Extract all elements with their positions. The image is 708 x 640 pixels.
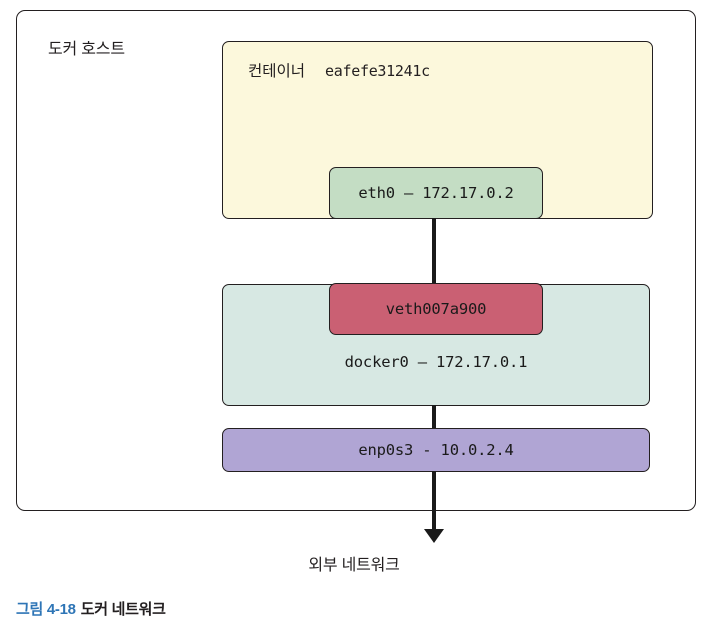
veth-label: veth007a900 xyxy=(385,300,487,318)
enp0s3-label: enp0s3 - 10.0.2.4 xyxy=(358,441,514,459)
docker-host-label: 도커 호스트 xyxy=(48,41,125,58)
eth0-interface-box: eth0 – 172.17.0.2 xyxy=(329,167,543,219)
external-network-label: 외부 네트워크 xyxy=(308,557,400,574)
figure-number: 그림 4-18 xyxy=(16,601,76,618)
enp0s3-interface-box: enp0s3 - 10.0.2.4 xyxy=(222,428,650,472)
docker0-label: docker0 – 172.17.0.1 xyxy=(344,353,528,371)
connector-eth0-veth xyxy=(432,218,436,284)
figure-caption-text: 도커 네트워크 xyxy=(80,601,166,618)
container-title: 컨테이너 eafefe31241c xyxy=(248,59,430,81)
veth-interface-box: veth007a900 xyxy=(329,283,543,335)
container-id: eafefe31241c xyxy=(325,62,430,80)
container-label: 컨테이너 xyxy=(248,63,306,80)
connector-enp0s3-external xyxy=(432,471,436,533)
eth0-label: eth0 – 172.17.0.2 xyxy=(358,184,514,202)
connector-docker0-enp0s3 xyxy=(432,405,436,429)
arrow-down-icon xyxy=(424,529,444,543)
